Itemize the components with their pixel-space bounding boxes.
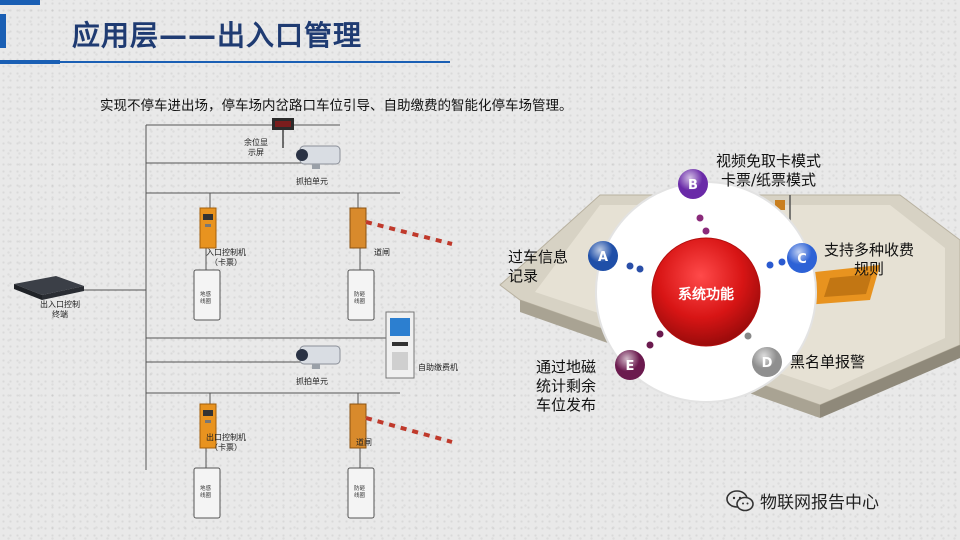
- function-d-ball: D: [752, 347, 782, 377]
- function-e-letter: E: [626, 359, 635, 374]
- ground-coil-exit: [193, 467, 221, 519]
- coil-barrier-1-label: 防砸 线圈: [354, 292, 366, 305]
- function-c-text: 支持多种收费 规则: [824, 241, 915, 278]
- remaining-display-label: 余位显 示屏: [244, 138, 268, 157]
- function-b-letter: B: [688, 178, 698, 193]
- control-terminal-device: [14, 276, 84, 300]
- coil-barrier-2-label: 防砸 线圈: [354, 486, 366, 499]
- exit-controller-device: [199, 403, 217, 449]
- function-a-ball: A: [588, 241, 618, 271]
- connector-dots: [626, 214, 786, 349]
- center-disc: [651, 237, 761, 347]
- function-e-ball: E: [615, 350, 645, 380]
- function-b-ball: B: [678, 169, 708, 199]
- watermark: 物联网报告中心: [726, 488, 879, 513]
- function-b-text: 视频免取卡模式 卡票/纸票模式: [716, 152, 822, 189]
- function-d-text: 黑名单报警: [790, 353, 866, 371]
- accent-bar-side: [0, 14, 6, 48]
- function-d-letter: D: [762, 356, 773, 371]
- capture-unit-1-label: 抓拍单元: [296, 177, 328, 186]
- anti-smash-coil-2: [347, 467, 375, 519]
- wechat-icon: [726, 489, 754, 511]
- barrier-2-label: 道闸: [356, 438, 372, 447]
- exit-controller-label: 出口控制机 （卡票）: [206, 433, 246, 452]
- subtitle: 实现不停车进出场，停车场内岔路口车位引导、自助缴费的智能化停车场管理。: [100, 98, 573, 114]
- coil-entry-label: 地感 线圈: [200, 292, 212, 305]
- barrier-1-label: 道闸: [374, 248, 390, 257]
- terminal-label: 出入口控制 终端: [40, 300, 80, 319]
- title-bar: 应用层——出入口管理: [0, 0, 960, 70]
- page-title: 应用层——出入口管理: [72, 19, 363, 52]
- function-a-letter: A: [598, 250, 608, 265]
- ground-coil-entry: [193, 269, 221, 321]
- anti-smash-coil-1: [347, 269, 375, 321]
- capture-unit-2-label: 抓拍单元: [296, 377, 328, 386]
- payment-kiosk-label: 自助缴费机: [418, 363, 458, 372]
- function-c-letter: C: [797, 252, 807, 267]
- entry-controller-device: [199, 207, 217, 249]
- watermark-text: 物联网报告中心: [760, 493, 879, 513]
- barrier-gate-2: [349, 403, 453, 449]
- function-c-ball: C: [787, 243, 817, 273]
- function-a-text: 过车信息 记录: [508, 248, 569, 285]
- center-label: 系统功能: [678, 286, 734, 303]
- title-underline: [0, 61, 450, 63]
- capture-camera-2: [296, 345, 341, 369]
- entry-controller-label: 入口控制机 （卡票）: [206, 248, 246, 267]
- coil-exit-label: 地感 线圈: [200, 486, 212, 499]
- payment-kiosk-device: [385, 311, 415, 379]
- function-e-text: 通过地磁 统计剩余 车位发布: [536, 358, 597, 414]
- accent-bar-top: [0, 0, 40, 5]
- capture-camera-1: [296, 145, 341, 169]
- barrier-gate-1: [349, 207, 453, 249]
- remaining-display-device: [272, 118, 294, 148]
- topology-lines: [80, 124, 400, 470]
